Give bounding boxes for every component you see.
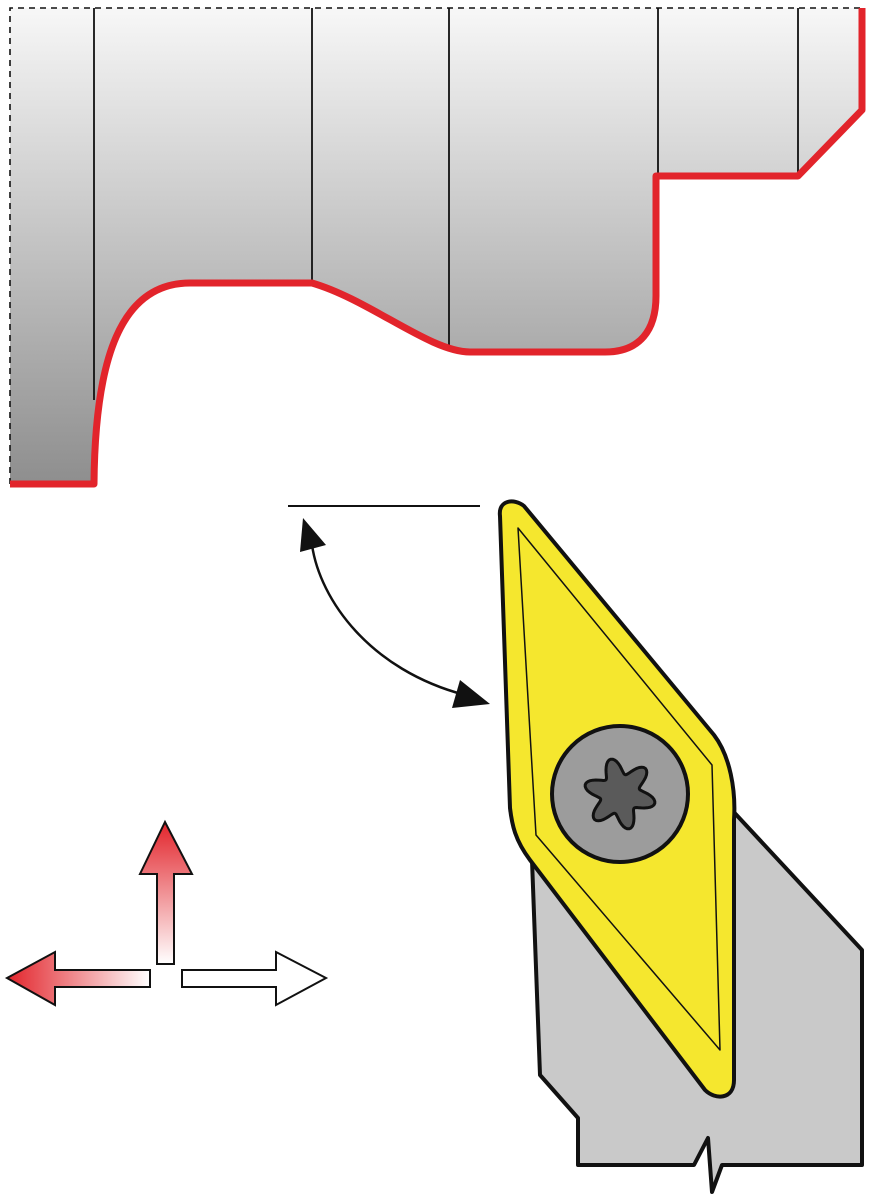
insert-inner-edge [517,527,721,1051]
workpiece-body [10,8,862,484]
arrowhead-up-icon [300,518,326,552]
arrow-up-icon [138,819,194,965]
angle-indicator [288,505,490,708]
arrowhead-right-icon [452,680,490,708]
arrow-left-icon [4,950,151,1007]
torx-icon [583,757,657,831]
cutting-insert [497,499,737,1099]
workpiece [9,7,866,488]
feed-directions [4,819,329,1007]
workpiece-dashed-border [9,7,862,484]
angle-arc [310,544,466,697]
arrow-right-icon [181,950,329,1007]
machined-profile [10,8,866,488]
workpiece-dividers [93,8,799,400]
